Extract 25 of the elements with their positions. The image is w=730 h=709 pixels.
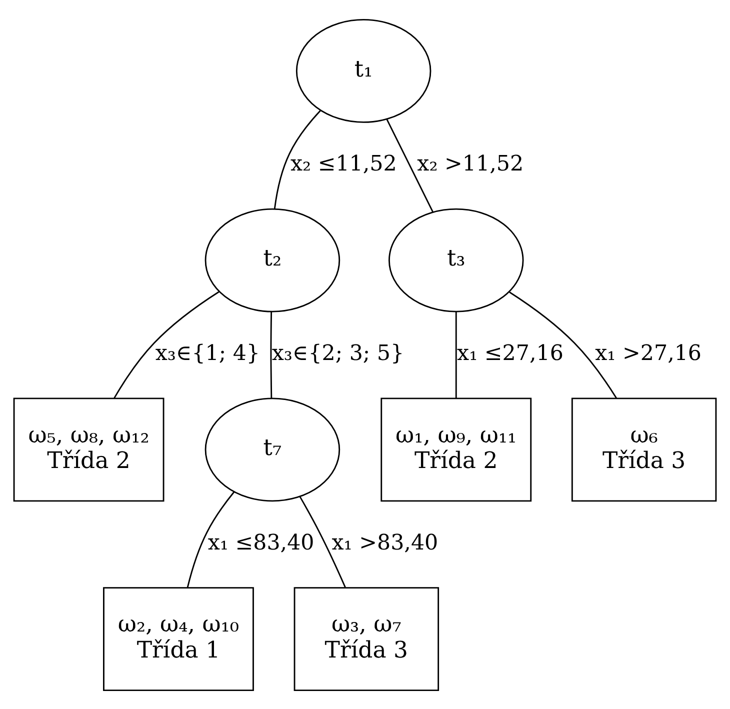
node-box: ω₁, ω₉, ω₁₁ Třída 2 (380, 397, 532, 502)
node-ellipse: t₂ (204, 208, 340, 312)
node-ellipse: t₇ (204, 397, 340, 502)
connector (299, 496, 346, 588)
edge-label: x₂ >11,52 (417, 151, 524, 176)
edge-label: x₃∈{2; 3; 5} (272, 340, 404, 366)
edge-label: x₁ ≤27,16 (457, 340, 564, 366)
edge-label: x₁ >27,16 (595, 340, 702, 366)
connector (386, 118, 434, 212)
node-box: ω₆ Třída 3 (571, 397, 717, 502)
connector (270, 311, 272, 398)
node-box: ω₂, ω₄, ω₁₀ Třída 1 (103, 586, 254, 691)
edge-label: x₃∈{1; 4} (155, 340, 260, 366)
connector (274, 110, 321, 208)
node-ellipse: t₁ (296, 18, 432, 122)
connector (186, 490, 235, 587)
connector (114, 290, 220, 398)
edge-label: x₂ ≤11,52 (290, 151, 397, 176)
edge-label: x₁ ≤83,40 (208, 530, 314, 555)
node-box: ω₃, ω₇ Třída 3 (294, 586, 440, 691)
edge-label: x₁ >83,40 (332, 530, 438, 555)
node-ellipse: t₃ (388, 208, 524, 312)
connector (509, 291, 617, 398)
connector (455, 311, 457, 398)
node-box: ω₅, ω₈, ω₁₂ Třída 2 (13, 397, 164, 502)
